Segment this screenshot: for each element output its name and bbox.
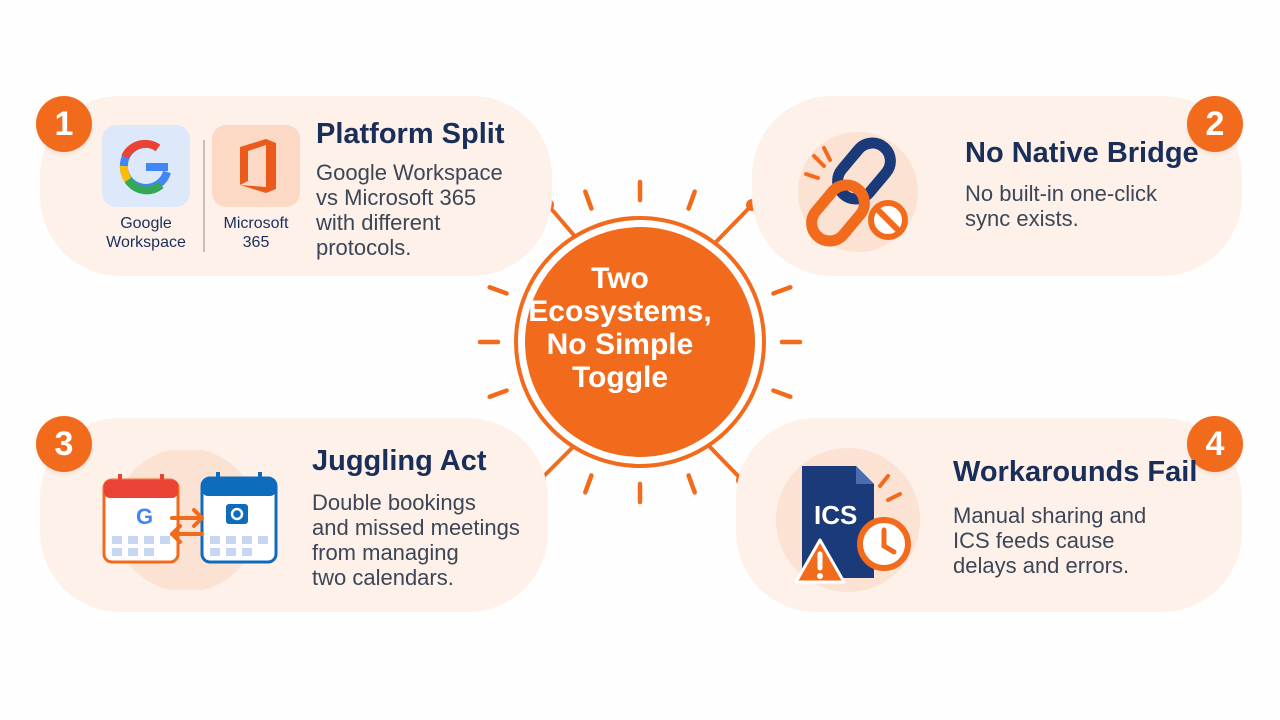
sun-ray [583, 189, 594, 211]
logo-divider [203, 140, 205, 252]
center-circle [525, 227, 755, 457]
card-1-desc-line-2: vs Microsoft 365 [316, 185, 477, 210]
center-title: Two Ecosystems, No Simple Toggle [520, 262, 720, 394]
spoke-top-left [546, 203, 580, 242]
step-badge-3: 3 [36, 416, 92, 472]
broken-link-icon [784, 126, 932, 256]
center-title-line-1: Two [591, 262, 649, 295]
spoke-top-right [712, 203, 754, 246]
card-2-description: No built-in one-click sync exists. [965, 181, 1157, 231]
sun-ray [771, 285, 793, 296]
step-badge-4: 4 [1187, 416, 1243, 472]
office-icon [240, 139, 276, 193]
sun-ray [583, 473, 594, 495]
connector-spokes [538, 203, 754, 482]
ics-file-warning-clock-icon: ICS [760, 446, 930, 592]
card-3-desc-line-2: and missed meetings [312, 515, 520, 540]
spoke-bottom-left [538, 445, 575, 482]
center-title-line-2: Ecosystems, [528, 295, 712, 328]
card-4-description: Manual sharing and ICS feeds cause delay… [953, 503, 1146, 578]
card-3-description: Double bookings and missed meetings from… [312, 490, 520, 590]
sun-rays [477, 179, 803, 505]
google-label-line-2: Workspace [106, 234, 186, 251]
card-1-desc-line-3: with different [316, 210, 441, 235]
step-badge-1: 1 [36, 96, 92, 152]
card-1-title: Platform Split [316, 118, 505, 150]
sun-ray [686, 189, 697, 211]
microsoft-365-tile [212, 125, 300, 207]
google-workspace-label: Google Workspace [95, 214, 197, 252]
center-title-line-4: Toggle [571, 361, 669, 394]
card-3-desc-line-1: Double bookings [312, 490, 476, 515]
microsoft-label-line-2: 365 [242, 234, 270, 251]
google-workspace-tile [102, 125, 190, 207]
sun-ray [771, 388, 793, 399]
card-4-desc-line-1: Manual sharing and [953, 503, 1147, 528]
card-4-desc-line-2: ICS feeds cause [953, 528, 1115, 553]
card-4-title: Workarounds Fail [953, 456, 1198, 488]
sun-ray [487, 388, 509, 399]
spoke-bottom-right [707, 444, 744, 482]
card-3-desc-line-4: two calendars. [312, 565, 454, 590]
google-g-icon [119, 139, 171, 195]
card-1-desc-line-1: Google Workspace [316, 160, 503, 185]
microsoft-label-line-1: Microsoft [223, 215, 289, 232]
card-1-desc-line-4: protocols. [316, 235, 412, 260]
center-title-line-3: No Simple [546, 328, 694, 361]
card-2-desc-line-1: No built-in one-click [965, 181, 1157, 206]
sun-ray [686, 473, 697, 495]
card-2-title: No Native Bridge [965, 137, 1199, 169]
card-4-desc-line-3: delays and errors. [953, 553, 1130, 578]
two-calendars-swap-icon: G [80, 448, 292, 592]
sun-ray [487, 285, 509, 296]
microsoft-365-label: Microsoft 365 [206, 214, 306, 252]
card-3-title: Juggling Act [312, 445, 487, 477]
google-label-line-1: Google [120, 215, 172, 232]
svg-text:G: G [136, 504, 153, 529]
card-2-desc-line-2: sync exists. [965, 206, 1079, 231]
ics-file-label: ICS [814, 500, 857, 530]
step-badge-2: 2 [1187, 96, 1243, 152]
card-3-desc-line-3: from managing [312, 540, 459, 565]
card-1-description: Google Workspace vs Microsoft 365 with d… [316, 160, 503, 260]
